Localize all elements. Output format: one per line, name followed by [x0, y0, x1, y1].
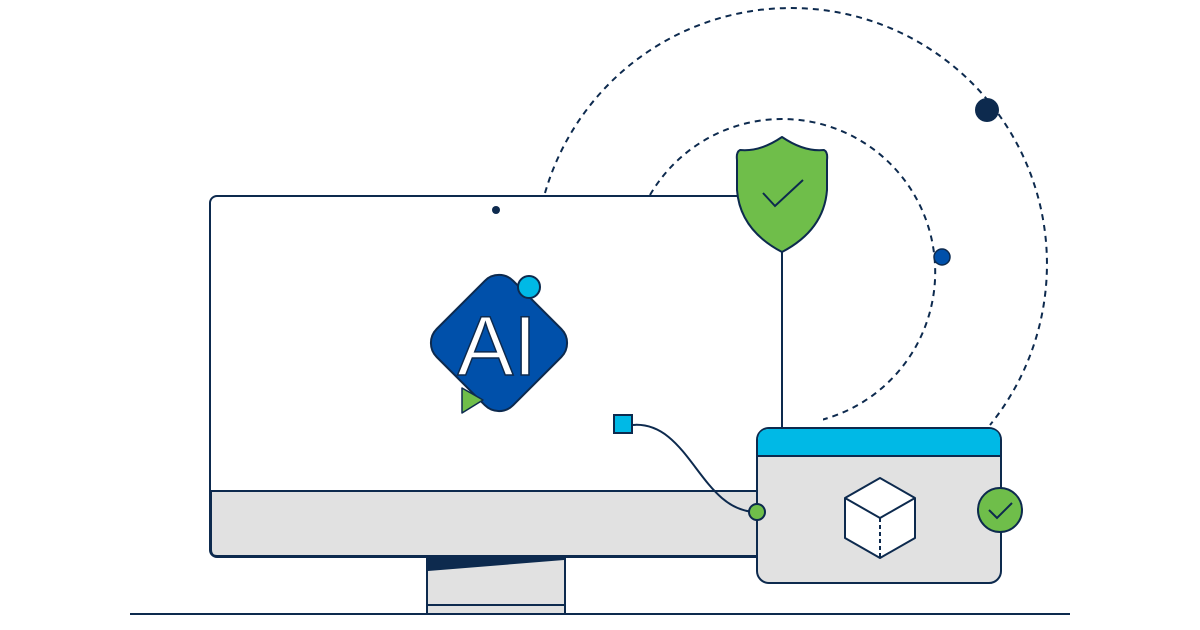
cable-plug [613, 414, 633, 434]
cable-connector-dot [748, 503, 766, 521]
ai-logo-dot [517, 275, 541, 299]
check-circle-icon [977, 487, 1023, 533]
camera-dot [492, 206, 500, 214]
play-icon [461, 387, 484, 414]
app-window [756, 427, 1023, 584]
inner-orbit [649, 118, 937, 426]
outer-orbit [544, 7, 1048, 426]
ai-logo: AI [429, 273, 569, 414]
cable [631, 423, 758, 513]
orbit-dot-navy [975, 98, 999, 122]
shield-check-icon [735, 136, 829, 253]
cube-icon [844, 477, 916, 559]
orbit-dot-blue [933, 248, 951, 266]
ai-logo-text: AI [457, 299, 536, 393]
